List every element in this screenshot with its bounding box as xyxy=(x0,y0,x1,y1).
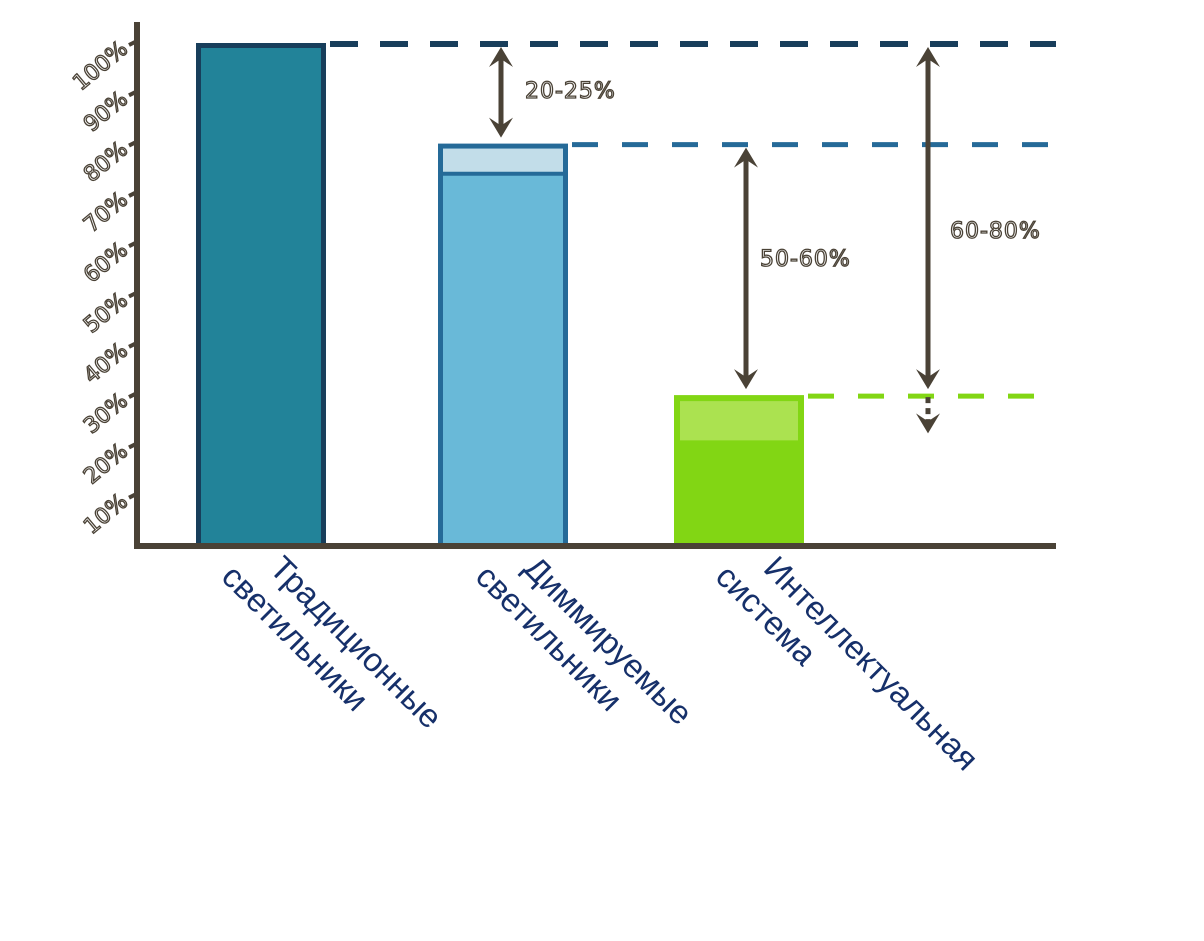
y-tick-label-60: 60% xyxy=(79,238,133,289)
arrow-dotted-head xyxy=(916,413,940,434)
y-tick-mark-30 xyxy=(128,391,138,399)
y-tick-label-30: 30% xyxy=(79,389,133,440)
y-tick-mark-20 xyxy=(128,441,138,450)
arrow-down-head-2 xyxy=(916,369,940,390)
annotation-label-50-60: 50-60% xyxy=(760,247,851,272)
y-tick-label-80: 80% xyxy=(79,137,133,188)
bar-highlight-band-2 xyxy=(680,401,798,441)
arrow-up-head-2 xyxy=(916,47,940,67)
y-tick-mark-100 xyxy=(128,39,138,47)
y-tick-label-50: 50% xyxy=(79,288,133,339)
bar-0 xyxy=(196,43,326,549)
y-tick-mark-90 xyxy=(128,89,138,98)
arrow-up-head-1 xyxy=(734,147,758,168)
y-tick-mark-70 xyxy=(128,190,138,198)
y-tick-mark-40 xyxy=(128,341,138,349)
y-tick-label-20: 20% xyxy=(79,439,133,490)
y-tick-label-10: 10% xyxy=(79,489,133,540)
arrow-down-head-0 xyxy=(489,117,513,138)
bar-1 xyxy=(438,143,568,549)
annotation-label-60-80: 60-80% xyxy=(950,219,1041,244)
y-tick-mark-80 xyxy=(128,139,138,148)
y-tick-label-70: 70% xyxy=(79,187,133,238)
y-tick-mark-60 xyxy=(128,240,138,248)
y-tick-mark-50 xyxy=(128,290,138,299)
y-tick-label-100: 100% xyxy=(69,36,133,96)
y-tick-mark-10 xyxy=(128,491,138,500)
y-tick-label-40: 40% xyxy=(79,338,133,389)
y-tick-label-90: 90% xyxy=(79,87,133,138)
arrow-up-head-0 xyxy=(489,47,513,67)
annotation-label-20-25: 20-25% xyxy=(525,79,616,104)
arrow-down-head-1 xyxy=(734,369,758,390)
bar-highlight-band-1 xyxy=(443,148,563,174)
